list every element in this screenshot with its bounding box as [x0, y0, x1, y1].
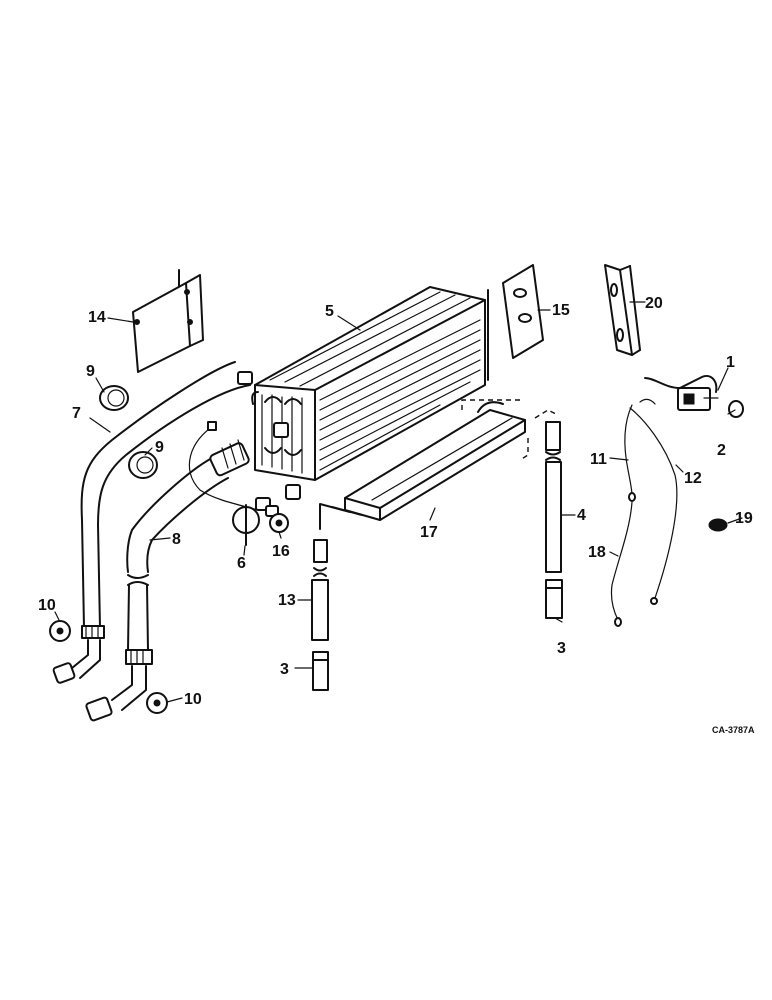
core-tubes	[261, 394, 303, 474]
bracket-15	[502, 264, 544, 359]
wire-11	[610, 404, 636, 627]
bracket-plate-14	[132, 269, 204, 373]
evaporator-core-5	[251, 286, 489, 500]
drawing-code: CA-3787A	[712, 725, 755, 735]
nut-16	[269, 513, 289, 533]
callout-11: 11	[590, 451, 607, 468]
callout-10-bottom: 10	[184, 691, 202, 708]
drain-pan-17	[319, 399, 557, 530]
grommet-9-upper-inner	[107, 389, 125, 407]
callout-labels: 1 2 3 3 4 5 6 7 8 9 9 10 10 11 12 13 14 …	[38, 295, 755, 735]
knob-2	[728, 400, 744, 418]
callout-16: 16	[272, 543, 290, 560]
hose-assembly-7	[52, 361, 253, 684]
callout-12: 12	[684, 470, 702, 487]
callout-7: 7	[72, 405, 81, 422]
callout-9-lower: 9	[155, 439, 164, 456]
callout-3-right: 3	[557, 640, 566, 657]
thermostat-switch-6	[188, 421, 279, 546]
callout-19: 19	[735, 510, 753, 527]
wire-12	[629, 398, 678, 605]
callout-13: 13	[278, 592, 296, 609]
callout-6: 6	[237, 555, 246, 572]
hose-assembly-8	[85, 439, 250, 722]
callout-15: 15	[552, 302, 570, 319]
core-fins	[319, 319, 481, 471]
callout-18: 18	[588, 544, 606, 561]
bracket-20	[604, 264, 641, 356]
callout-14: 14	[88, 309, 106, 326]
plug-19	[708, 518, 728, 532]
callout-2: 2	[717, 442, 726, 459]
leader-lines	[54, 301, 743, 703]
grommet-9-lower-inner	[136, 456, 154, 474]
callout-10-left: 10	[38, 597, 56, 614]
callout-20: 20	[645, 295, 663, 312]
callout-9-upper: 9	[86, 363, 95, 380]
callout-17: 17	[420, 524, 438, 541]
callout-8: 8	[172, 531, 181, 548]
switch-1	[644, 374, 719, 411]
callout-5: 5	[325, 303, 334, 320]
callout-1: 1	[726, 354, 735, 371]
callout-4: 4	[577, 507, 586, 524]
drain-valve-3-left	[312, 651, 329, 691]
drain-hose-4	[545, 421, 562, 573]
drain-hose-13	[311, 539, 329, 641]
callout-3-left: 3	[280, 661, 289, 678]
drain-valve-3-right	[545, 579, 563, 619]
